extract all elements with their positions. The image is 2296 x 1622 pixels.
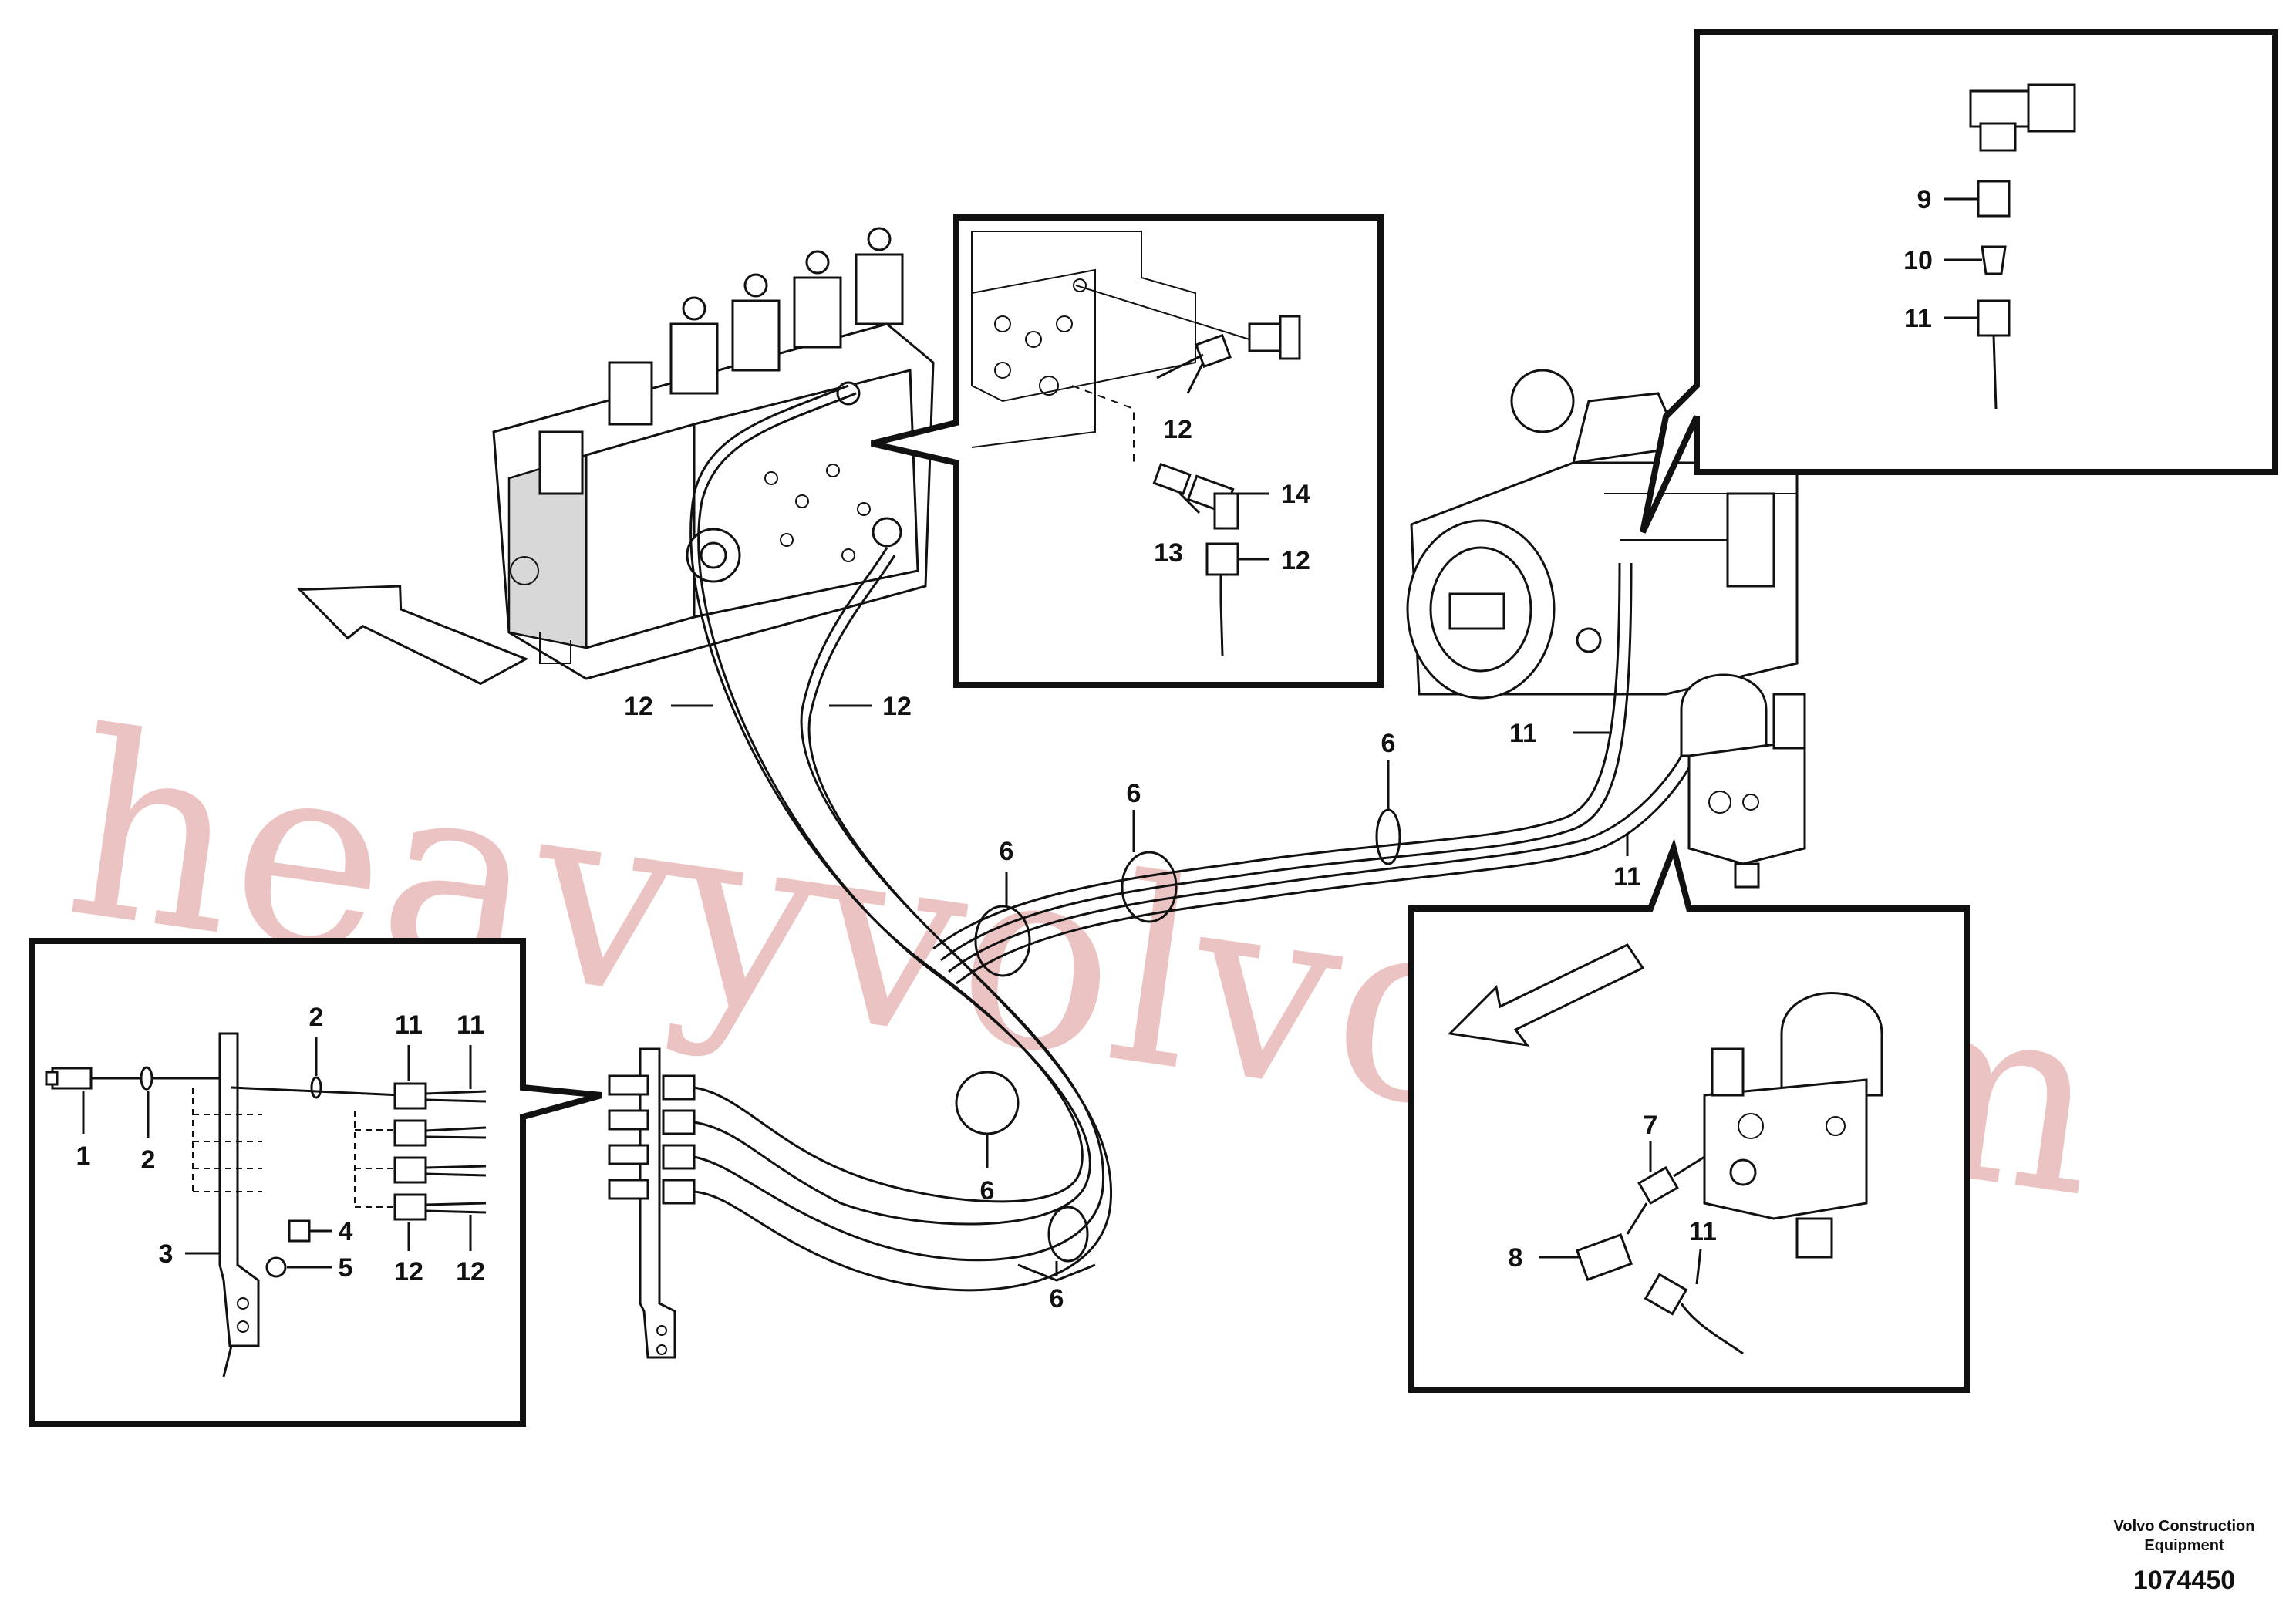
callout-1: 1 (76, 1141, 91, 1171)
detail-frame-pump-fitting: 9 10 11 (1640, 29, 2278, 534)
callout-4: 4 (339, 1217, 353, 1246)
bolt-4 (288, 1219, 311, 1243)
callout-9: 9 (1917, 185, 1932, 214)
hose-nut-12-lower (1205, 542, 1239, 656)
direction-arrow-down-left (1447, 943, 1645, 1047)
main-callouts: 12 12 11 11 6 6 6 6 6 (624, 692, 1641, 1313)
callout-6: 6 (1050, 1284, 1064, 1313)
detail-frame-bracket-parts: 1 2 2 3 4 5 11 11 12 12 (29, 938, 603, 1427)
callout-13: 13 (1154, 538, 1183, 568)
hose-nut-11-acc (1644, 1273, 1744, 1355)
nut-9 (1977, 180, 2011, 218)
callout-12: 12 (882, 692, 912, 721)
callout-3: 3 (159, 1239, 174, 1269)
callout-11: 11 (1613, 862, 1641, 892)
callout-12: 12 (1281, 546, 1310, 575)
hose-nut-12-upper (1156, 315, 1301, 379)
callout-11: 11 (395, 1010, 423, 1040)
washer-5 (265, 1256, 287, 1278)
footer: Volvo Construction Equipment 1074450 (2114, 1518, 2255, 1595)
callout-11: 11 (1689, 1217, 1717, 1246)
sleeve-10 (1981, 245, 2007, 275)
callout-5: 5 (339, 1253, 353, 1283)
detail-frame-accumulator-fitting: 7 8 11 (1408, 838, 1970, 1393)
callout-2: 2 (141, 1145, 156, 1175)
callout-12: 12 (456, 1257, 485, 1286)
callout-6: 6 (980, 1176, 995, 1206)
fitting-1 (45, 1067, 231, 1090)
hose-ends-11-12 (354, 1082, 487, 1221)
mounting-bracket (608, 1047, 696, 1359)
callout-7: 7 (1644, 1111, 1658, 1140)
company-name-line1: Volvo Construction (2114, 1518, 2255, 1535)
callout-11: 11 (1904, 304, 1932, 333)
callout-11: 11 (457, 1010, 484, 1040)
callout-2: 2 (309, 1003, 324, 1032)
valve-spools (538, 227, 904, 495)
callout-12: 12 (1163, 415, 1192, 444)
detail-frame-valve-connection: 12 13 14 12 (871, 214, 1384, 688)
adapter-13 (1152, 462, 1192, 495)
callout-6: 6 (1127, 779, 1141, 808)
accumulator-block (1680, 673, 1806, 889)
callout-12: 12 (394, 1257, 423, 1286)
hydraulic-pump (1406, 369, 1799, 700)
tee-fitting-8 (1576, 1202, 1648, 1281)
port-holes (764, 464, 871, 562)
hose-bundle (689, 384, 1691, 1292)
callout-12: 12 (624, 692, 653, 721)
company-name-line2: Equipment (2144, 1537, 2224, 1554)
callout-6: 6 (1381, 729, 1396, 758)
bracket-3 (192, 1032, 262, 1378)
o-ring-2b (310, 1076, 322, 1099)
drawing-number: 1074450 (2133, 1566, 2235, 1595)
elbow-fitting-14 (1186, 474, 1239, 530)
callout-8: 8 (1509, 1243, 1523, 1273)
direction-arrow-left (297, 585, 529, 686)
callout-6: 6 (1000, 837, 1014, 866)
callout-10: 10 (1903, 246, 1933, 275)
control-valve-assembly (492, 227, 935, 680)
tee-fitting (1969, 83, 2076, 152)
callout-11: 11 (1509, 719, 1537, 748)
callout-14: 14 (1281, 480, 1310, 509)
adapter-7 (1637, 1155, 1705, 1206)
hose-nut-11 (1977, 299, 2011, 337)
o-ring-2 (140, 1066, 153, 1091)
